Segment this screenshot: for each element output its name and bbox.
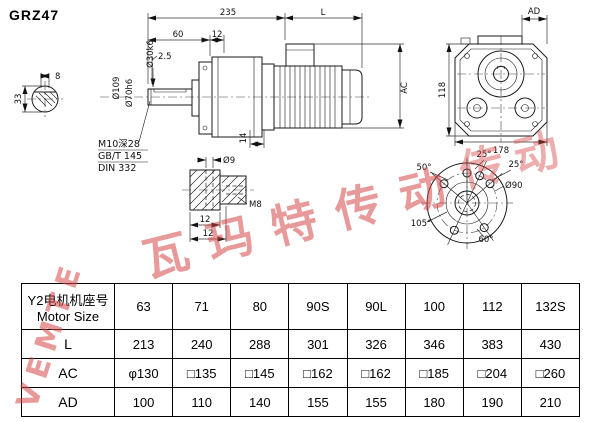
motor-size-80: 80 [230, 283, 290, 330]
angle-60: 60° [478, 235, 493, 245]
dim-235: 235 [220, 8, 236, 18]
table-cell: 288 [230, 329, 290, 359]
dim-12b: 12 [203, 229, 214, 239]
table-cell: 180 [404, 387, 464, 417]
motor-size-112: 112 [462, 283, 522, 330]
shaft-key-detail-view: Ø9 M8 12 12 [182, 155, 262, 242]
table-header-row: Y2电机机座号 Motor Size 63 71 80 90S 90L 100 … [21, 283, 581, 330]
table-cell: 301 [288, 329, 348, 359]
table-cell: 430 [520, 329, 581, 359]
table-cell: 155 [288, 387, 348, 417]
technical-drawing: 8 33 [14, 7, 548, 249]
table-cell: □162 [288, 358, 348, 388]
table-cell: □145 [230, 358, 290, 388]
gearbox-front-view: AD 118 178 [438, 7, 548, 156]
table-cell: 213 [113, 329, 174, 359]
motor-size-header: Y2电机机座号 Motor Size [21, 283, 115, 330]
table-row-L: L 213 240 288 301 326 346 383 430 [21, 329, 581, 359]
dim-flange-diameter: Ø109 [111, 77, 122, 100]
dim-12a: 12 [200, 215, 211, 225]
motor-size-header-cn: Y2电机机座号 [27, 292, 109, 308]
note-tapped-hole: M10深28 [98, 139, 140, 150]
dim-bolt-circle-diameter: Ø90 [505, 180, 523, 191]
table-cell: φ130 [113, 358, 174, 388]
table-cell: □260 [520, 358, 581, 388]
dim-key-width: 8 [55, 72, 60, 82]
table-cell: 240 [172, 329, 232, 359]
table-cell: 383 [462, 329, 522, 359]
row-label-L: L [21, 329, 115, 359]
motor-size-header-en: Motor Size [36, 308, 100, 324]
dim-hole-diameter: Ø9 [223, 155, 235, 166]
dim-12: 12 [212, 30, 223, 40]
dim-AD: AD [528, 7, 541, 17]
row-label-AC: AC [21, 358, 115, 388]
table-cell: 190 [462, 387, 522, 417]
table-cell: 326 [346, 329, 406, 359]
table-cell: □204 [462, 358, 522, 388]
table-cell: 346 [404, 329, 464, 359]
dim-chamfer: 2.5 [158, 52, 172, 62]
table-row-AD: AD 100 110 140 155 155 180 190 210 [21, 387, 581, 417]
angle-50: 50° [416, 163, 431, 173]
table-cell: 110 [172, 387, 232, 417]
gearmotor-side-view: 235 L 60 12 2.5 Ø30k6 Ø109 Ø70h6 14 [98, 8, 410, 174]
table-cell: □162 [346, 358, 406, 388]
motor-size-132S: 132S [520, 283, 581, 330]
dim-shaft-diameter: Ø30k6 [145, 40, 156, 68]
table-cell: 210 [520, 387, 581, 417]
dim-section-height: 33 [14, 94, 24, 105]
flange-bolt-circle-view: 50° 25° 25° Ø90 105° 60° [411, 150, 524, 249]
dim-178: 178 [493, 146, 509, 156]
table-cell: □185 [404, 358, 464, 388]
dim-thread-M8: M8 [249, 200, 262, 210]
note-standard-din: DIN 332 [98, 163, 136, 174]
dim-AC: AC [400, 82, 410, 94]
angle-105: 105° [411, 219, 431, 229]
row-label-AD: AD [21, 387, 115, 417]
dimension-table: Y2电机机座号 Motor Size 63 71 80 90S 90L 100 … [21, 283, 581, 417]
dim-14: 14 [239, 133, 249, 144]
table-cell: 140 [230, 387, 290, 417]
angle-25-left: 25° [476, 150, 491, 160]
motor-size-100: 100 [404, 283, 464, 330]
dim-60: 60 [173, 30, 184, 40]
motor-size-63: 63 [113, 283, 174, 330]
dim-L: L [321, 8, 326, 18]
motor-size-90L: 90L [346, 283, 406, 330]
angle-25-right: 25° [508, 160, 523, 170]
table-cell: 155 [346, 387, 406, 417]
motor-size-90S: 90S [288, 283, 348, 330]
table-cell: □135 [172, 358, 232, 388]
table-cell: 100 [113, 387, 174, 417]
shaft-cross-section-view: 8 33 [14, 72, 63, 117]
note-standard-gbt: GB/T 145 [98, 151, 142, 162]
dim-118: 118 [438, 82, 448, 98]
dim-spigot-diameter: Ø70h6 [124, 79, 135, 107]
page-title: GRZ47 [9, 7, 60, 23]
motor-size-71: 71 [172, 283, 232, 330]
table-row-AC: AC φ130 □135 □145 □162 □162 □185 □204 □2… [21, 358, 581, 388]
